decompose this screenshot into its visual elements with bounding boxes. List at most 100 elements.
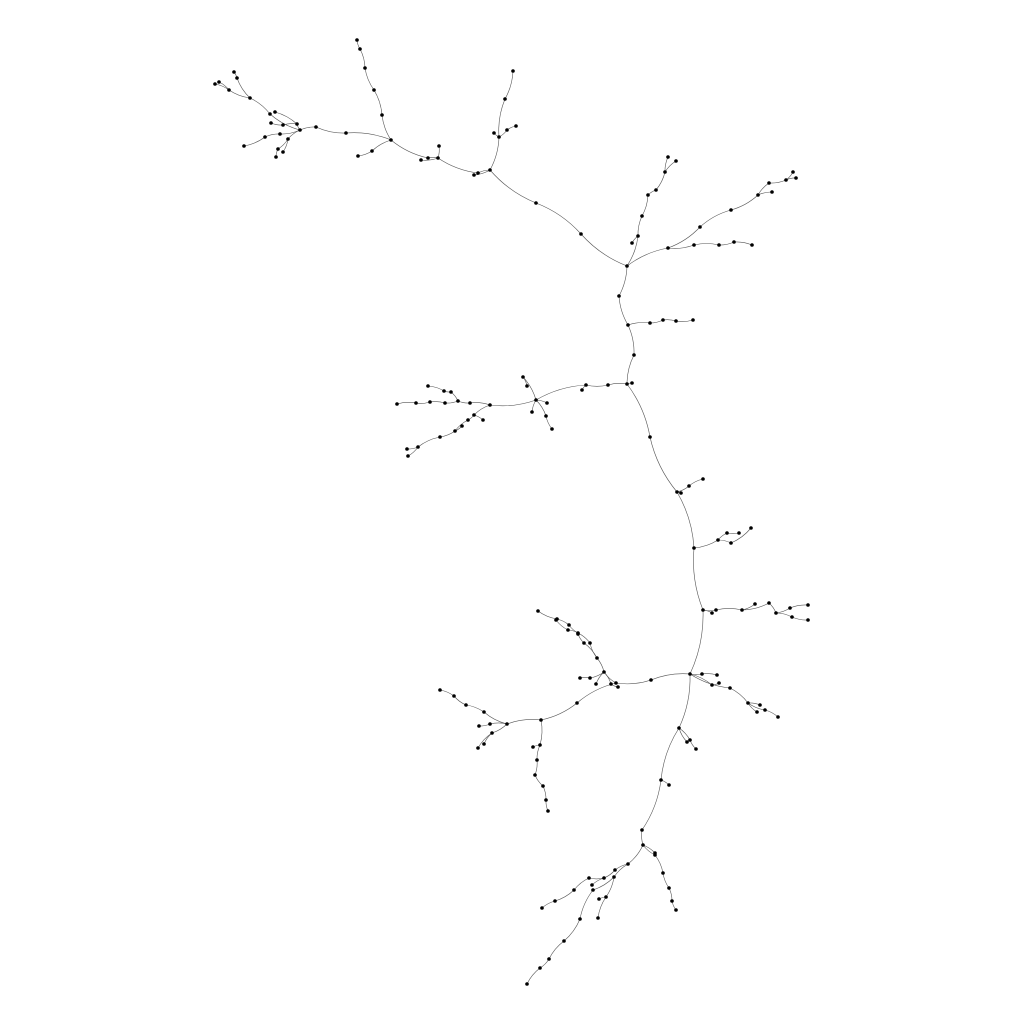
tree-node-191 xyxy=(653,851,657,855)
tree-node-85 xyxy=(794,176,798,180)
tree-node-164 xyxy=(582,641,586,645)
tree-edge-83 xyxy=(768,179,787,184)
tree-node-5 xyxy=(626,323,630,327)
tree-node-158 xyxy=(554,618,558,622)
tree-node-40 xyxy=(358,47,362,51)
tree-edge-28 xyxy=(390,139,429,159)
tree-node-190 xyxy=(674,908,678,912)
tree-node-56 xyxy=(273,110,277,114)
tree-edge-25 xyxy=(477,169,491,174)
tree-edge-59 xyxy=(287,129,301,140)
tree-edge-10 xyxy=(693,547,704,611)
tree-node-187 xyxy=(661,871,665,875)
tree-edge-62 xyxy=(282,138,289,153)
tree-edge-3 xyxy=(618,265,628,297)
tree-edge-2 xyxy=(580,233,628,267)
tree-node-15 xyxy=(575,701,579,705)
tree-node-188 xyxy=(667,886,671,890)
tree-node-132 xyxy=(767,601,771,605)
tree-edge-16 xyxy=(506,719,542,725)
tree-edge-11 xyxy=(689,609,704,675)
tree-node-205 xyxy=(540,906,544,910)
tree-node-198 xyxy=(547,957,551,961)
tree-edge-134 xyxy=(789,604,809,609)
tree-node-99 xyxy=(438,435,442,439)
tree-edge-31 xyxy=(299,126,317,131)
tree-node-61 xyxy=(276,147,280,151)
tree-node-197 xyxy=(562,939,566,943)
tree-edge-150 xyxy=(596,657,605,673)
tree-node-43 xyxy=(356,154,360,158)
tree-node-69 xyxy=(646,193,650,197)
tree-node-22 xyxy=(626,862,630,866)
tree-edge-198 xyxy=(539,958,550,969)
tree-edge-89 xyxy=(662,319,677,322)
tree-edge-92 xyxy=(585,384,609,387)
tree-node-183 xyxy=(694,747,698,751)
tree-node-144 xyxy=(728,686,732,690)
tree-edge-95 xyxy=(473,404,491,416)
tree-node-120 xyxy=(580,388,584,392)
tree-edge-19 xyxy=(641,779,662,831)
tree-node-192 xyxy=(612,875,616,879)
tree-node-122 xyxy=(687,484,691,488)
tree-node-174 xyxy=(482,742,486,746)
tree-edge-167 xyxy=(453,695,467,706)
tree-edge-155 xyxy=(537,610,558,620)
tree-node-59 xyxy=(242,144,246,148)
tree-node-193 xyxy=(604,895,608,899)
tree-node-28 xyxy=(426,156,430,160)
tree-edge-199 xyxy=(526,967,541,985)
tree-node-161 xyxy=(594,682,598,686)
tree-node-163 xyxy=(616,685,620,689)
tree-node-12 xyxy=(688,672,692,676)
tree-node-13 xyxy=(649,678,653,682)
tree-edge-30 xyxy=(315,126,347,134)
tree-edge-44 xyxy=(437,145,440,159)
tree-node-165 xyxy=(576,632,580,636)
tree-node-90 xyxy=(674,319,678,323)
tree-edge-131 xyxy=(741,602,770,611)
tree-node-37 xyxy=(380,113,384,117)
tree-edge-144 xyxy=(729,687,749,704)
tree-node-133 xyxy=(774,611,778,615)
tree-node-168 xyxy=(452,694,456,698)
tree-node-29 xyxy=(389,138,393,142)
tree-node-86 xyxy=(770,190,774,194)
tree-node-137 xyxy=(806,618,810,622)
tree-edge-72 xyxy=(664,160,677,173)
tree-node-110 xyxy=(443,401,447,405)
tree-edge-117 xyxy=(535,399,547,417)
tree-edge-54 xyxy=(270,122,284,126)
tree-node-125 xyxy=(716,538,720,542)
tree-edge-80 xyxy=(699,209,732,228)
tree-node-185 xyxy=(667,783,671,787)
tree-node-143 xyxy=(717,681,721,685)
tree-node-103 xyxy=(460,424,464,428)
tree-node-50 xyxy=(492,131,496,135)
tree-node-17 xyxy=(505,722,509,726)
tree-node-141 xyxy=(715,673,719,677)
tree-edge-47 xyxy=(498,98,506,138)
tree-edge-104 xyxy=(469,402,491,406)
tree-node-45 xyxy=(437,144,441,148)
tree-edge-35 xyxy=(214,83,230,91)
tree-node-203 xyxy=(572,888,576,892)
tree-edge-38 xyxy=(364,67,375,91)
tree-node-93 xyxy=(584,383,588,387)
tree-node-135 xyxy=(806,603,810,607)
tree-edge-53 xyxy=(282,123,298,126)
tree-node-177 xyxy=(533,773,537,777)
tree-node-94 xyxy=(534,398,538,402)
tree-edge-174 xyxy=(539,719,543,746)
tree-edge-187 xyxy=(662,872,670,889)
tree-node-33 xyxy=(268,112,272,116)
tree-node-157 xyxy=(566,628,570,632)
tree-node-16 xyxy=(539,718,543,722)
tree-edge-175 xyxy=(536,744,541,761)
tree-edge-188 xyxy=(668,887,673,902)
tree-edge-190 xyxy=(642,844,656,854)
tree-node-1 xyxy=(534,201,538,205)
tree-node-182 xyxy=(688,738,692,742)
